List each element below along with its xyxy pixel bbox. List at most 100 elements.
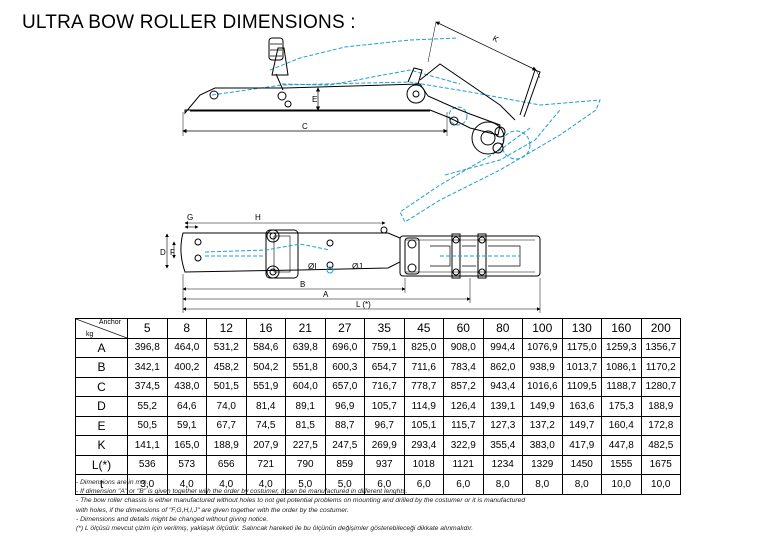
table-cell: 859 [324, 454, 365, 475]
table-cell: 721 [245, 454, 286, 475]
table-cell: 400,2 [166, 357, 207, 378]
table-cell: 1175,0 [561, 337, 602, 358]
dim-label-e: E [312, 95, 317, 104]
table-cell: 3,0 [127, 474, 168, 495]
row-label: D [75, 396, 128, 417]
table-cell: 74,5 [245, 415, 286, 436]
top-view [165, 221, 541, 313]
anchor-weight-cell: 8 [166, 318, 207, 339]
table-cell: 139,1 [482, 396, 523, 417]
anchor-weight-cell: 200 [640, 318, 681, 339]
swing-outline-dashed [211, 37, 601, 223]
table-cell: 1234 [482, 454, 523, 475]
technical-drawing: K E C G H [160, 21, 601, 313]
table-cell: 322,9 [443, 435, 484, 456]
table-cell: 1259,3 [601, 337, 642, 358]
table-cell: 573 [166, 454, 207, 475]
row-label: E [75, 415, 128, 436]
table-cell: 10,0 [640, 474, 681, 495]
table-cell: 464,0 [166, 337, 207, 358]
table-cell: 716,7 [364, 376, 405, 397]
table-cell: 141,1 [127, 435, 168, 456]
table-cell: 1121 [443, 454, 484, 475]
anchor-weight-cell: 100 [522, 318, 563, 339]
table-cell: 105,1 [403, 415, 444, 436]
table-cell: 137,2 [522, 415, 563, 436]
table-cell: 994,4 [482, 337, 523, 358]
table-cell: 447,8 [601, 435, 642, 456]
table-cell: 1018 [403, 454, 444, 475]
table-cell: 857,2 [443, 376, 484, 397]
table-cell: 5,0 [285, 474, 326, 495]
anchor-weight-cell: 35 [364, 318, 405, 339]
table-cell: 639,8 [285, 337, 326, 358]
table-cell: 943,4 [482, 376, 523, 397]
row-label: A [75, 337, 128, 358]
table-cell: 50,5 [127, 415, 168, 436]
side-view [182, 21, 601, 223]
note-line: - Dimensions and details might be change… [76, 515, 269, 523]
diagonal-divider-icon [76, 319, 127, 338]
table-cell: 1086,1 [601, 357, 642, 378]
table-cell: 551,8 [285, 357, 326, 378]
row-label: K [75, 435, 128, 456]
table-cell: 149,9 [522, 396, 563, 417]
table-cell: 115,7 [443, 415, 484, 436]
table-cell: 862,0 [482, 357, 523, 378]
table-cell: 383,0 [522, 435, 563, 456]
table-cell: 165,0 [166, 435, 207, 456]
table-cell: 1450 [561, 454, 602, 475]
table-cell: 536 [127, 454, 168, 475]
table-cell: 504,2 [245, 357, 286, 378]
table-cell: 1675 [640, 454, 681, 475]
anchor-weight-cell: 130 [561, 318, 602, 339]
table-cell: 227,5 [285, 435, 326, 456]
dim-label-b: B [300, 280, 305, 289]
note-line: (*) L ölçüsü mevcut çizim için verilmiş,… [76, 525, 474, 533]
table-cell: 908,0 [443, 337, 484, 358]
table-cell: 81,5 [285, 415, 326, 436]
table-cell: 1109,5 [561, 376, 602, 397]
table-cell: 1013,7 [561, 357, 602, 378]
row-label: B [75, 357, 128, 378]
anchor-weight-cell: 21 [285, 318, 326, 339]
note-line: - If dimension "A" or "B" is given toget… [76, 488, 408, 496]
table-cell: 501,5 [206, 376, 247, 397]
table-cell: 342,1 [127, 357, 168, 378]
table-cell: 551,9 [245, 376, 286, 397]
table-cell: 8,0 [482, 474, 523, 495]
table-cell: 188,9 [206, 435, 247, 456]
table-cell: 584,6 [245, 337, 286, 358]
anchor-weight-cell: 160 [601, 318, 642, 339]
anchor-weight-cell: 80 [482, 318, 523, 339]
table-cell: 114,9 [403, 396, 444, 417]
table-cell: 89,1 [285, 396, 326, 417]
anchor-header-label: Anchor [98, 319, 121, 326]
table-cell: 696,0 [324, 337, 365, 358]
dim-label-d: D [160, 248, 166, 257]
table-cell: 269,9 [364, 435, 405, 456]
dim-label-c: C [302, 122, 308, 131]
dim-label-h: H [255, 213, 261, 222]
dim-label-l: L (*) [356, 300, 371, 309]
dim-label-j: ØJ [352, 262, 362, 271]
anchor-weight-cell: 60 [443, 318, 484, 339]
table-cell: 96,7 [364, 415, 405, 436]
table-cell: 355,4 [482, 435, 523, 456]
table-cell: 207,9 [245, 435, 286, 456]
anchor-weight-cell: 27 [324, 318, 365, 339]
table-cell: 81,4 [245, 396, 286, 417]
table-cell: 6,0 [364, 474, 405, 495]
table-cell: 438,0 [166, 376, 207, 397]
table-cell: 6,0 [443, 474, 484, 495]
